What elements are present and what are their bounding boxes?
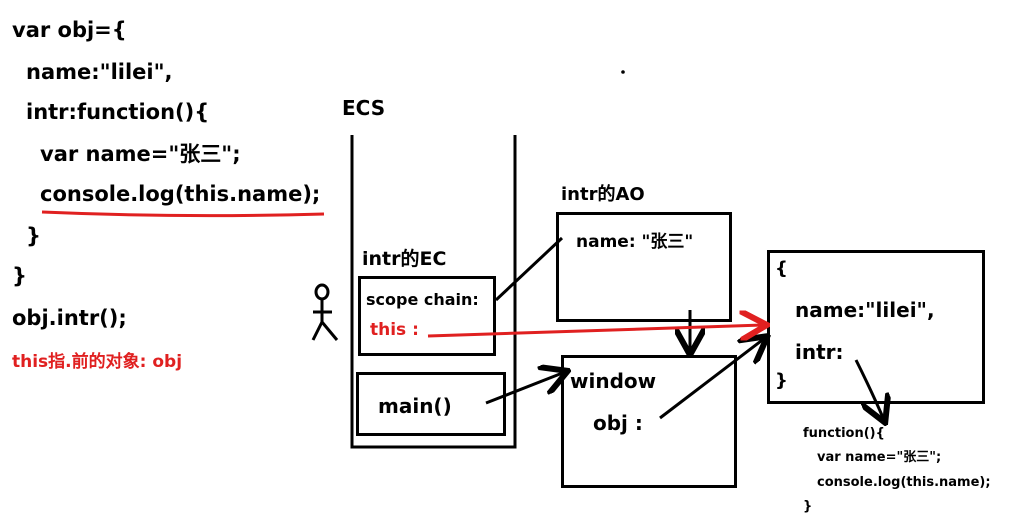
person-icon [311,283,339,341]
console-log-underline [41,210,325,218]
ecs-stack-walls [350,135,517,449]
ao-label: intr的AO [561,184,645,205]
fn-line-4: } [803,499,813,514]
fn-line-3: console.log(this.name); [817,475,991,490]
main-to-window-arrow [485,372,565,405]
obj-to-object-arrow [659,338,765,420]
code-line-5: console.log(this.name); [40,182,321,206]
main-ec-box [356,372,506,436]
scope-chain-label: scope chain: [366,290,479,309]
code-line-7: } [12,264,27,288]
scope-chain-link [494,236,564,302]
code-line-3: intr:function(){ [26,100,210,124]
intr-to-function-arrow [854,359,884,420]
ao-name-entry: name: "张三" [576,232,694,252]
code-line-6: } [26,224,41,248]
intr-ec-box [358,276,496,356]
fn-line-2: var name="张三"; [817,450,942,465]
object-name-entry: name:"lilei", [795,298,935,322]
ao-box [556,212,732,322]
code-line-8: obj.intr(); [12,306,127,330]
stray-dot [621,70,625,74]
this-label: this : [370,320,419,340]
code-line-1: var obj={ [12,18,127,42]
fn-line-1: function(){ [803,426,885,441]
window-title: window [570,369,657,393]
main-label: main() [378,394,452,418]
code-line-2: name:"lilei", [26,60,173,84]
window-box [561,355,737,488]
intr-ec-label: intr的EC [362,248,447,270]
object-intr-entry: intr: [795,340,844,364]
object-open-brace: { [775,258,788,279]
object-close-brace: } [775,370,788,391]
code-line-4: var name="张三"; [40,142,241,166]
this-to-object-arrow [427,325,764,336]
window-obj-entry: obj : [593,411,643,435]
this-note: this指.前的对象: obj [12,352,183,372]
ecs-title: ECS [342,96,386,120]
